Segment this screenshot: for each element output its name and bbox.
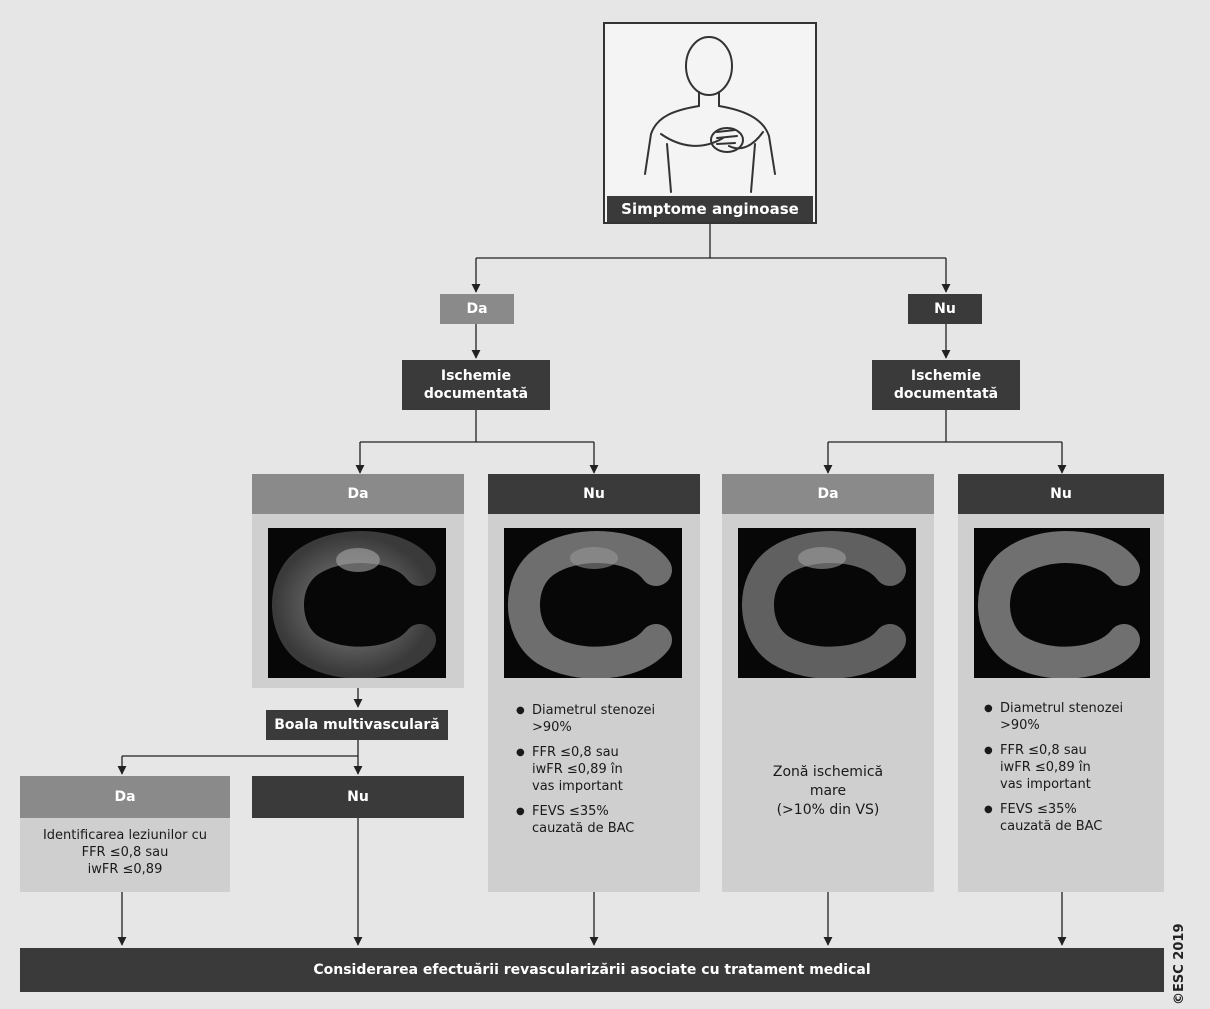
criterion-stenosis: Diametrul stenozei >90% (516, 702, 692, 736)
col3-panel: Da Zonă ischemică mare (>10% din VS) (722, 474, 934, 892)
col2-panel: Nu Diametrul stenozei >90% FFR ≤0,8 sau … (488, 474, 700, 892)
criterion-stenosis: Diametrul stenozei >90% (984, 700, 1160, 734)
criterion-ffr: FFR ≤0,8 sau iwFR ≤0,89 în vas important (984, 742, 1160, 793)
col2-criteria-list: Diametrul stenozei >90% FFR ≤0,8 sau iwF… (516, 702, 692, 845)
perfusion-scan-image (738, 528, 916, 678)
right-ischemia-box: Ischemie documentată (872, 360, 1020, 410)
multivessel-da-header: Da (20, 776, 230, 818)
patient-chest-pain-icon (644, 36, 776, 193)
final-recommendation-bar: Considerarea efectuării revascularizării… (20, 948, 1164, 992)
perfusion-scan-image (974, 528, 1150, 678)
start-label: Simptome anginoase (607, 196, 813, 222)
criterion-fevs: FEVS ≤35% cauzată de BAC (984, 801, 1160, 835)
col2-nu-header: Nu (488, 474, 700, 514)
col1-panel: Da (252, 474, 464, 688)
col1-da-header: Da (252, 474, 464, 514)
copyright-label: ©ESC 2019 (1172, 923, 1187, 1006)
col3-text: Zonă ischemică mare (>10% din VS) (772, 763, 884, 818)
col4-panel: Nu Diametrul stenozei >90% FFR ≤0,8 sau … (958, 474, 1164, 892)
left-ischemia-box: Ischemie documentată (402, 360, 550, 410)
perfusion-scan-image (268, 528, 446, 678)
criterion-fevs: FEVS ≤35% cauzată de BAC (516, 803, 692, 837)
branch-da-label: Da (440, 294, 514, 324)
col4-criteria-list: Diametrul stenozei >90% FFR ≤0,8 sau iwF… (984, 700, 1160, 843)
criterion-ffr: FFR ≤0,8 sau iwFR ≤0,89 în vas important (516, 744, 692, 795)
multivessel-nu-header: Nu (252, 776, 464, 818)
multivessel-box: Boala multivasculară (266, 710, 448, 740)
start-node: Simptome anginoase (603, 22, 817, 224)
multivessel-da-panel: Da Identificarea leziunilor cu FFR ≤0,8 … (20, 776, 230, 892)
col4-nu-header: Nu (958, 474, 1164, 514)
branch-nu-label: Nu (908, 294, 982, 324)
col3-da-header: Da (722, 474, 934, 514)
multivessel-da-text: Identificarea leziunilor cu FFR ≤0,8 sau… (42, 827, 208, 877)
perfusion-scan-image (504, 528, 682, 678)
